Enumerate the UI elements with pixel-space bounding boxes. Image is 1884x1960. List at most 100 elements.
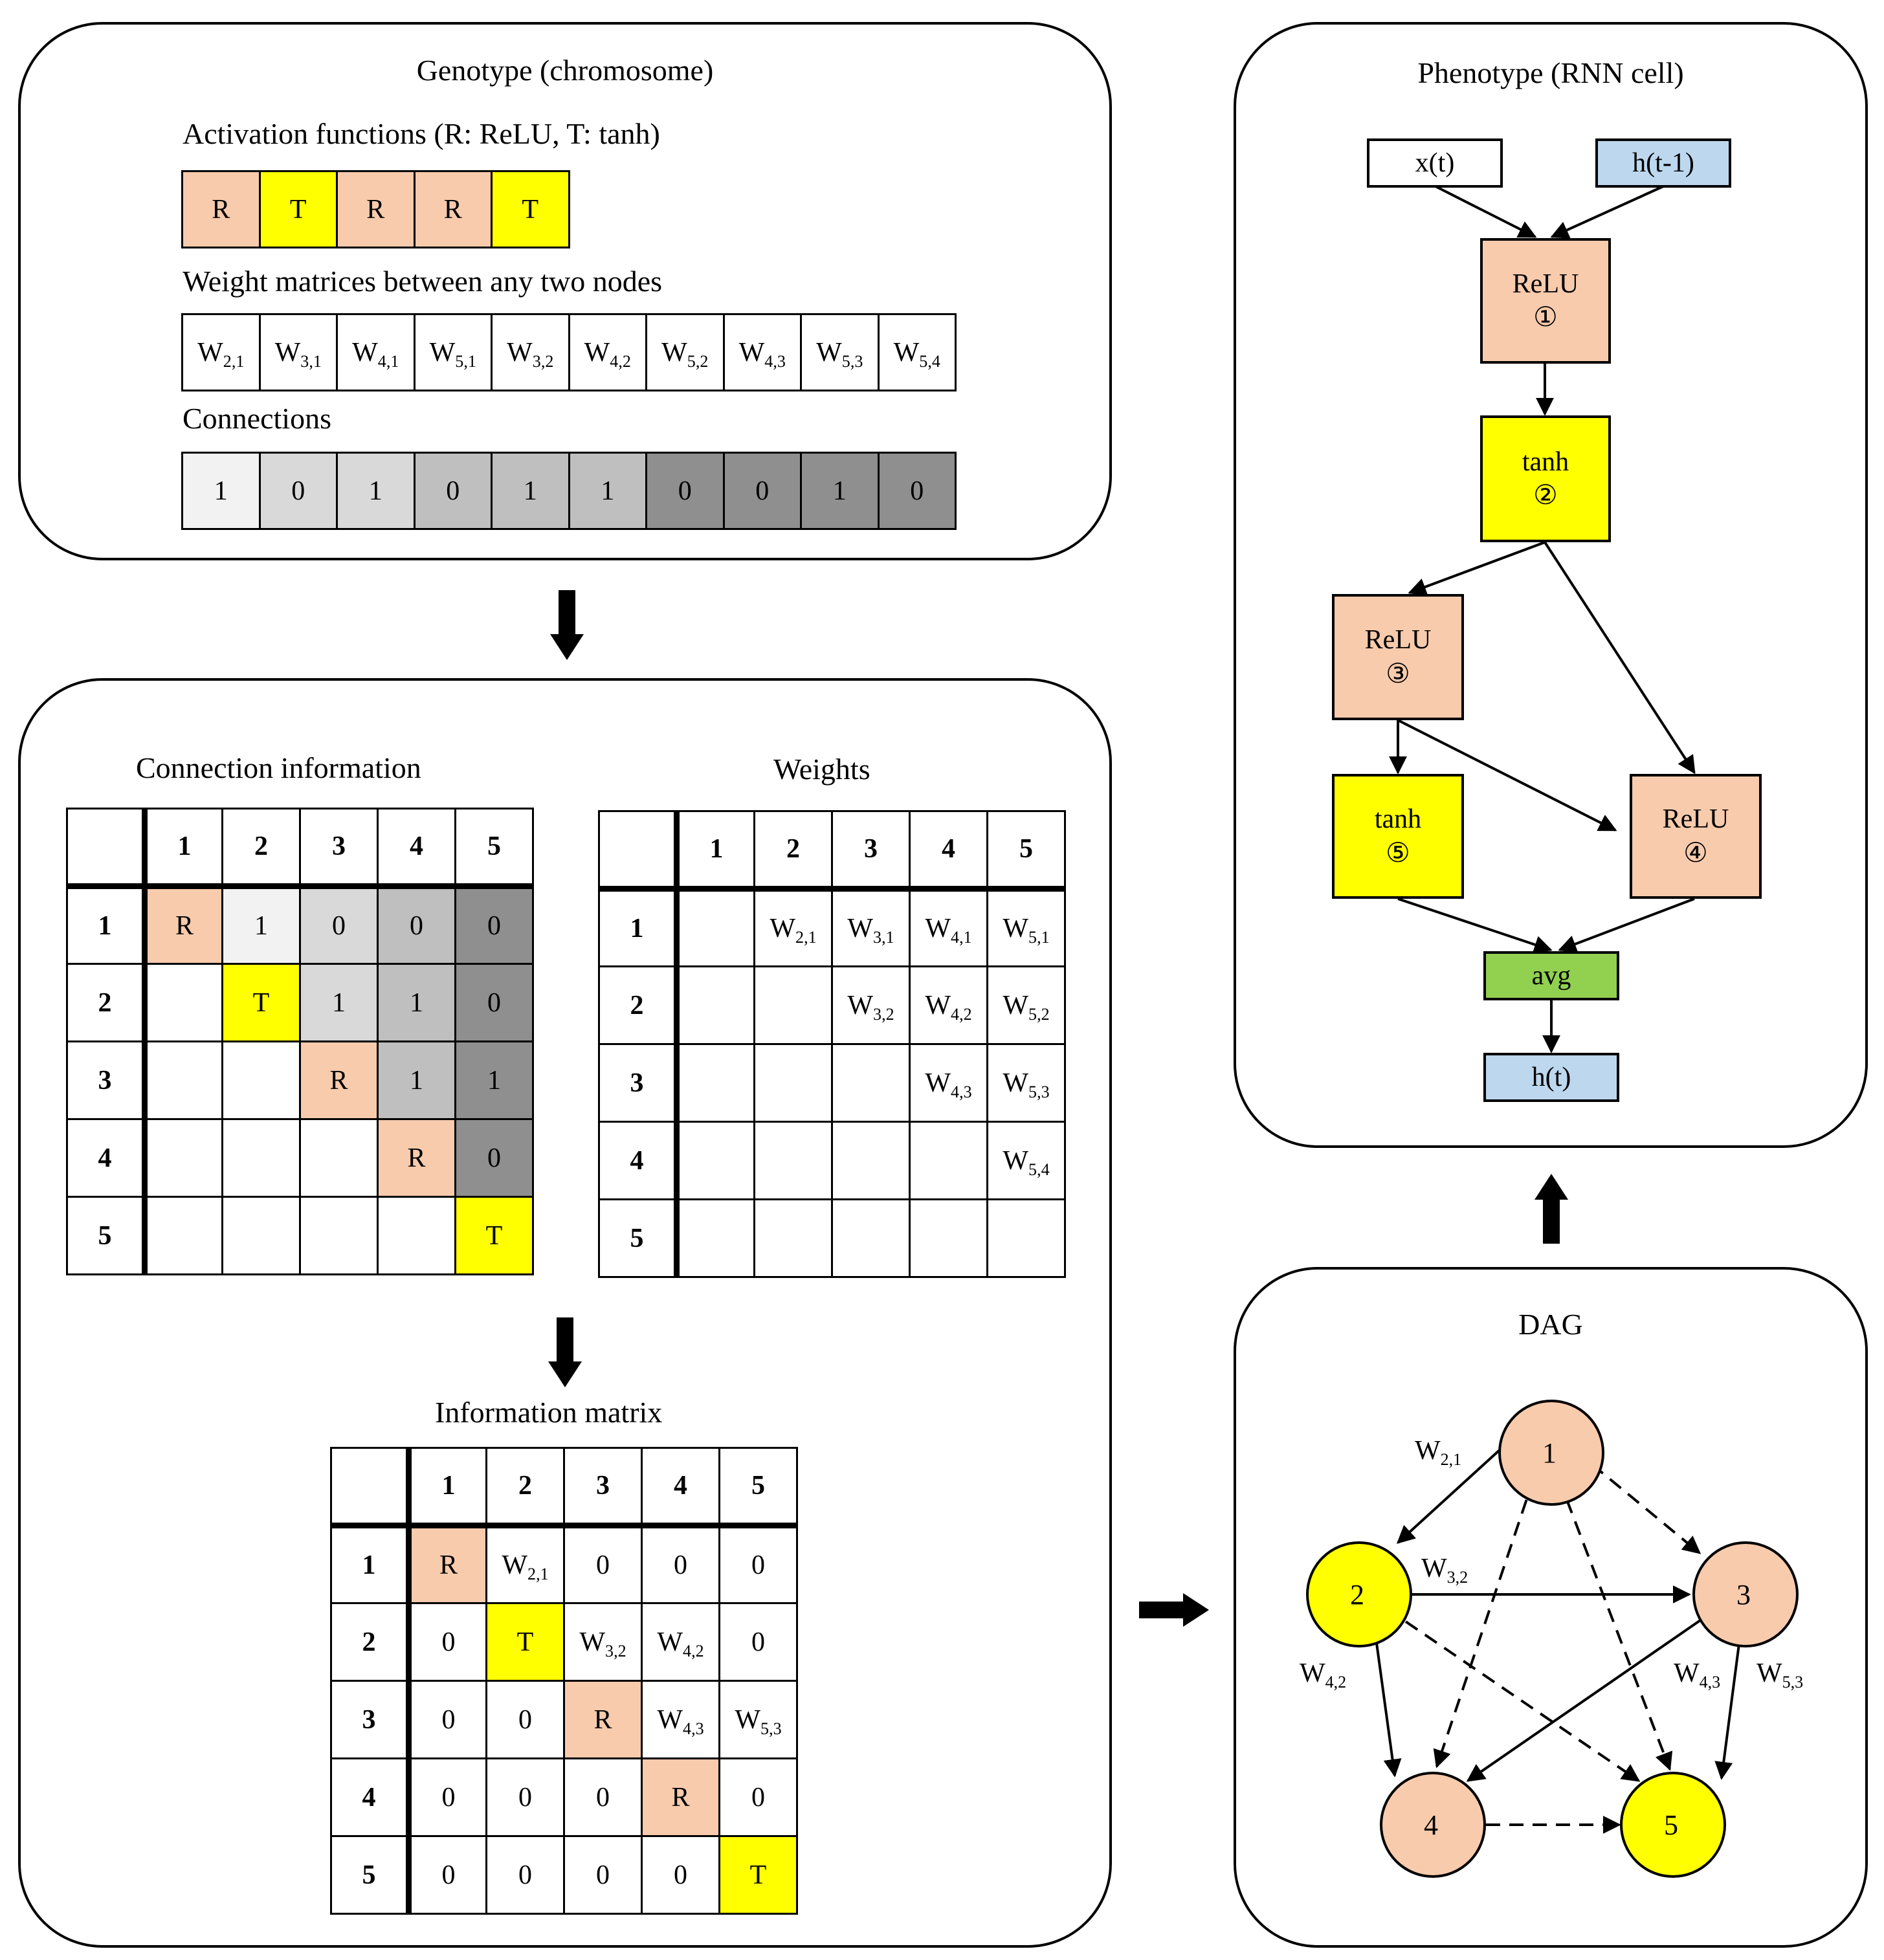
column-header: 5 <box>454 808 534 889</box>
arrow-down-icon <box>548 1317 582 1387</box>
dag-node-4-label: 4 <box>1424 1809 1438 1841</box>
info-matrix-cell: W2,1 <box>485 1525 565 1604</box>
info-matrix-cell: 0 <box>718 1602 798 1682</box>
connection-cell: 1 <box>800 452 880 530</box>
connection-cell: 1 <box>336 452 416 530</box>
weights-cell: W3,1 <box>831 888 911 967</box>
row-header: 3 <box>330 1680 412 1759</box>
node-name: ReLU <box>1512 269 1579 299</box>
connection-info-cell: 0 <box>454 885 534 965</box>
connection-info-title: Connection information <box>136 751 421 784</box>
node-2-tanh: tanh ② <box>1480 415 1611 542</box>
weights-label: Weight matrices between any two nodes <box>183 265 663 298</box>
info-matrix-cell: W3,2 <box>563 1602 643 1682</box>
dag-node-2-label: 2 <box>1350 1579 1364 1611</box>
info-matrix-cell: W4,2 <box>641 1602 720 1682</box>
node-number: ③ <box>1386 659 1410 689</box>
column-header: 1 <box>144 808 223 889</box>
connection-info-cell: R <box>377 1118 456 1198</box>
dag-node-3-label: 3 <box>1736 1579 1751 1611</box>
weights-cell: W4,3 <box>909 1043 988 1123</box>
dag-node-3 <box>1692 1541 1799 1647</box>
info-matrix-cell: 0 <box>718 1525 798 1604</box>
connection-info-cell <box>221 1196 301 1275</box>
weights-cell: W4,2 <box>909 965 988 1045</box>
genotype-title: Genotype (chromosome) <box>416 54 714 87</box>
weights-cell <box>676 888 755 967</box>
info-matrix-cell: T <box>718 1835 798 1915</box>
info-matrix-cell: 0 <box>408 1757 487 1837</box>
weights-cell <box>909 1121 988 1200</box>
dag-node-1-label: 1 <box>1542 1437 1557 1469</box>
connection-cell: 1 <box>491 452 570 530</box>
connection-info-cell: 1 <box>299 963 379 1042</box>
info-matrix-cell: R <box>408 1525 487 1604</box>
row-header: 4 <box>330 1757 412 1837</box>
info-matrix-cell: 0 <box>485 1835 565 1915</box>
weight-cell: W5,1 <box>413 313 493 391</box>
connection-cell: 0 <box>722 452 802 530</box>
connection-info-cell: 1 <box>454 1041 534 1120</box>
connection-info-cell: R <box>299 1041 379 1120</box>
weight-cell: W3,1 <box>258 313 338 391</box>
info-matrix-cell: 0 <box>563 1525 643 1604</box>
weight-cell: W5,4 <box>877 313 957 391</box>
column-header: 2 <box>221 808 301 889</box>
connection-cell: 0 <box>877 452 957 530</box>
node-name: ReLU <box>1662 804 1729 834</box>
info-matrix-cell: R <box>563 1680 643 1759</box>
column-header: 3 <box>563 1447 643 1528</box>
input-x-label: x(t) <box>1415 148 1455 178</box>
info-matrix-cell: 0 <box>641 1525 720 1604</box>
activation-cell: R <box>336 170 416 248</box>
column-header: 4 <box>377 808 456 889</box>
weights-cell <box>753 1121 833 1200</box>
row-header: 4 <box>598 1121 680 1200</box>
info-matrix-cell: 0 <box>641 1835 720 1915</box>
activation-label: Activation functions (R: ReLU, T: tanh) <box>183 117 660 150</box>
row-header: 1 <box>598 888 680 967</box>
info-matrix-cell: 0 <box>485 1757 565 1837</box>
row-header: 3 <box>598 1043 680 1123</box>
connection-info-cell: 0 <box>299 885 379 965</box>
connection-info-cell <box>144 1196 223 1275</box>
node-number: ⑤ <box>1386 838 1410 868</box>
column-header: 5 <box>986 810 1066 892</box>
input-h-label: h(t-1) <box>1632 148 1694 178</box>
weights-cell: W5,1 <box>986 888 1066 967</box>
dag-edge-label-w32: W3,2 <box>1421 1554 1468 1587</box>
connection-info-cell <box>377 1196 456 1275</box>
node-name: ReLU <box>1364 625 1432 655</box>
connection-info-cell: 0 <box>377 885 456 965</box>
output-label: h(t) <box>1531 1062 1571 1092</box>
row-header: 5 <box>598 1198 680 1278</box>
info-matrix-cell: 0 <box>408 1602 487 1682</box>
connections-label: Connections <box>183 402 331 435</box>
column-header: 3 <box>299 808 379 889</box>
info-matrix-cell: 0 <box>408 1680 487 1759</box>
connection-cell: 0 <box>413 452 493 530</box>
activation-cell: R <box>181 170 261 248</box>
weights-cell <box>831 1043 911 1123</box>
weights-cell: W3,2 <box>831 965 911 1045</box>
dag-node-1 <box>1498 1400 1604 1506</box>
column-header: 1 <box>408 1447 487 1528</box>
info-matrix-cell: T <box>485 1602 565 1682</box>
connection-cell: 1 <box>568 452 647 530</box>
input-h-box: h(t-1) <box>1595 138 1731 188</box>
info-matrix-cell: W5,3 <box>718 1680 798 1759</box>
connection-info-cell: 1 <box>377 1041 456 1120</box>
connection-info-cell: T <box>454 1196 534 1275</box>
weights-cell <box>831 1121 911 1200</box>
row-header: 1 <box>330 1525 412 1604</box>
connection-info-cell <box>144 1041 223 1120</box>
node-number: ④ <box>1683 838 1708 868</box>
info-matrix-cell: 0 <box>563 1757 643 1837</box>
info-matrix-title: Information matrix <box>435 1396 663 1429</box>
